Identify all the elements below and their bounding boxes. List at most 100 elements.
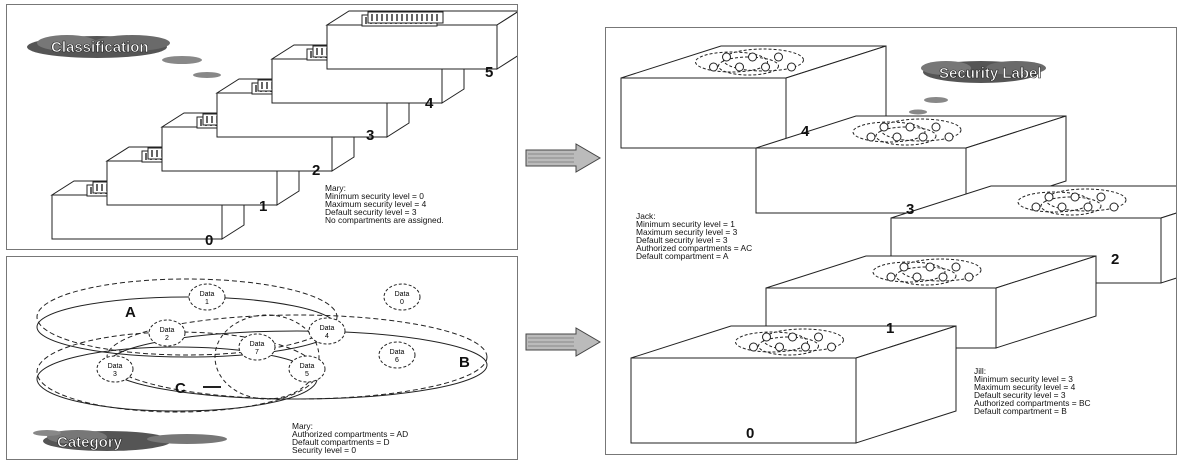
data-bubble-number: 5 [305,371,309,378]
note-line: Minimum security level = 1 [636,219,735,229]
data-dot [762,332,771,342]
level-block-front [620,77,787,149]
note-line: Authorized compartments = BC [974,398,1091,408]
step-label-4: 4 [425,95,434,112]
data-dot [912,272,922,282]
data-bubble [188,283,226,311]
data-dot [788,332,797,342]
data-bubble-number: 1 [205,299,209,306]
data-bubble-label: Data [300,363,315,370]
data-dot [892,132,902,142]
classification-cloud [27,35,221,78]
mini-venn [852,121,926,143]
data-dot [827,342,836,352]
data-dot [722,52,731,62]
note-line: Minimum security level = 3 [974,374,1073,384]
classification-diagram: Classification 0 1 2 3 4 5 Mary: Minimum… [27,10,517,249]
data-bubble [238,333,276,361]
data-dot [964,272,974,282]
level-label-4: 4 [801,123,810,140]
note-line: Mary: [325,183,346,193]
data-dot [1070,192,1080,202]
step-front [326,24,498,70]
mini-venn [758,336,819,356]
data-bubble-label: Data [200,291,215,298]
category-title: Category [57,434,123,451]
data-dot [1083,202,1093,212]
classification-title: Classification [51,39,149,56]
set-label-c: C [175,380,186,397]
classification-note: Mary: Minimum security level = 0 Maximum… [325,183,444,225]
data-dot [925,262,935,272]
data-bubble-label: Data [160,327,175,334]
category-diagram: A B C Data1Data0Data2Data4Data3Data7Data… [33,278,488,455]
mini-venn [875,126,937,146]
security-label-panel: Security Label 4 3 2 1 0 Jack: Minimum s… [605,27,1177,455]
data-bubble [308,317,346,345]
note-line: Jill: [974,366,986,376]
mini-venn [718,56,779,76]
jill-note: Jill: Minimum security level = 3 Maximum… [974,366,1091,416]
data-bubble-label: Data [395,291,410,298]
data-bubble [383,283,421,311]
data-dot [1109,202,1119,212]
set-label-a: A [125,304,136,321]
data-bubble-label: Data [390,349,405,356]
file-box-icon [367,11,444,24]
data-dot [866,132,876,142]
note-line: Default compartments = D [292,437,390,447]
category-cloud [33,430,227,451]
category-note: Mary: Authorized compartments = AD Defau… [292,421,408,455]
classification-panel: Classification 0 1 2 3 4 5 Mary: Minimum… [6,4,518,250]
mini-venn [1017,191,1091,213]
data-bubble [378,341,416,369]
data-bubble-number: 0 [400,299,404,306]
data-bubble [96,355,134,383]
security-label-title: Security Label [939,65,1042,82]
level-block-front [630,357,857,444]
data-dot [748,52,757,62]
note-line: Jack: [636,211,656,221]
data-dot [775,342,784,352]
data-bubble [148,319,186,347]
arrow-right-icon [525,143,601,173]
level-block-front [755,147,967,214]
data-dot [905,122,915,132]
data-dot [787,62,796,72]
data-bubble-number: 7 [255,349,259,356]
data-bubble-label: Data [250,341,265,348]
step-label-2: 2 [312,162,320,179]
data-bubble-number: 2 [165,335,169,342]
step-label-3: 3 [366,127,374,144]
step-label-0: 0 [205,232,213,249]
data-dot [944,132,954,142]
data-dot [951,262,961,272]
note-line: Authorized compartments = AC [636,243,752,253]
set-a-ellipse [36,278,338,356]
set-label-b: B [459,354,470,371]
data-bubble-number: 3 [113,371,117,378]
set-c-ellipse [36,331,318,413]
security-label-diagram: Security Label 4 3 2 1 0 Jack: Minimum s… [620,45,1176,444]
note-line: Default compartment = B [974,406,1067,416]
data-dot [899,262,909,272]
security-cloud [909,61,1046,115]
data-bubble-label: Data [108,363,123,370]
note-line: Security level = 0 [292,445,356,455]
level-label-1: 1 [886,320,894,337]
note-line: No compartments are assigned. [325,215,444,225]
data-dot [886,272,896,282]
note-line: Minimum security level = 0 [325,191,424,201]
data-dot [1096,192,1106,202]
security-staircase [620,45,1176,444]
data-bubble-number: 6 [395,357,399,364]
note-line: Authorized compartments = AD [292,429,408,439]
step-label-1: 1 [259,198,267,215]
note-line: Maximum security level = 4 [974,382,1076,392]
note-line: Default security level = 3 [974,390,1066,400]
data-dot [814,332,823,342]
data-dot [879,122,889,132]
data-bubble-label: Data [320,325,335,332]
note-line: Mary: [292,421,313,431]
